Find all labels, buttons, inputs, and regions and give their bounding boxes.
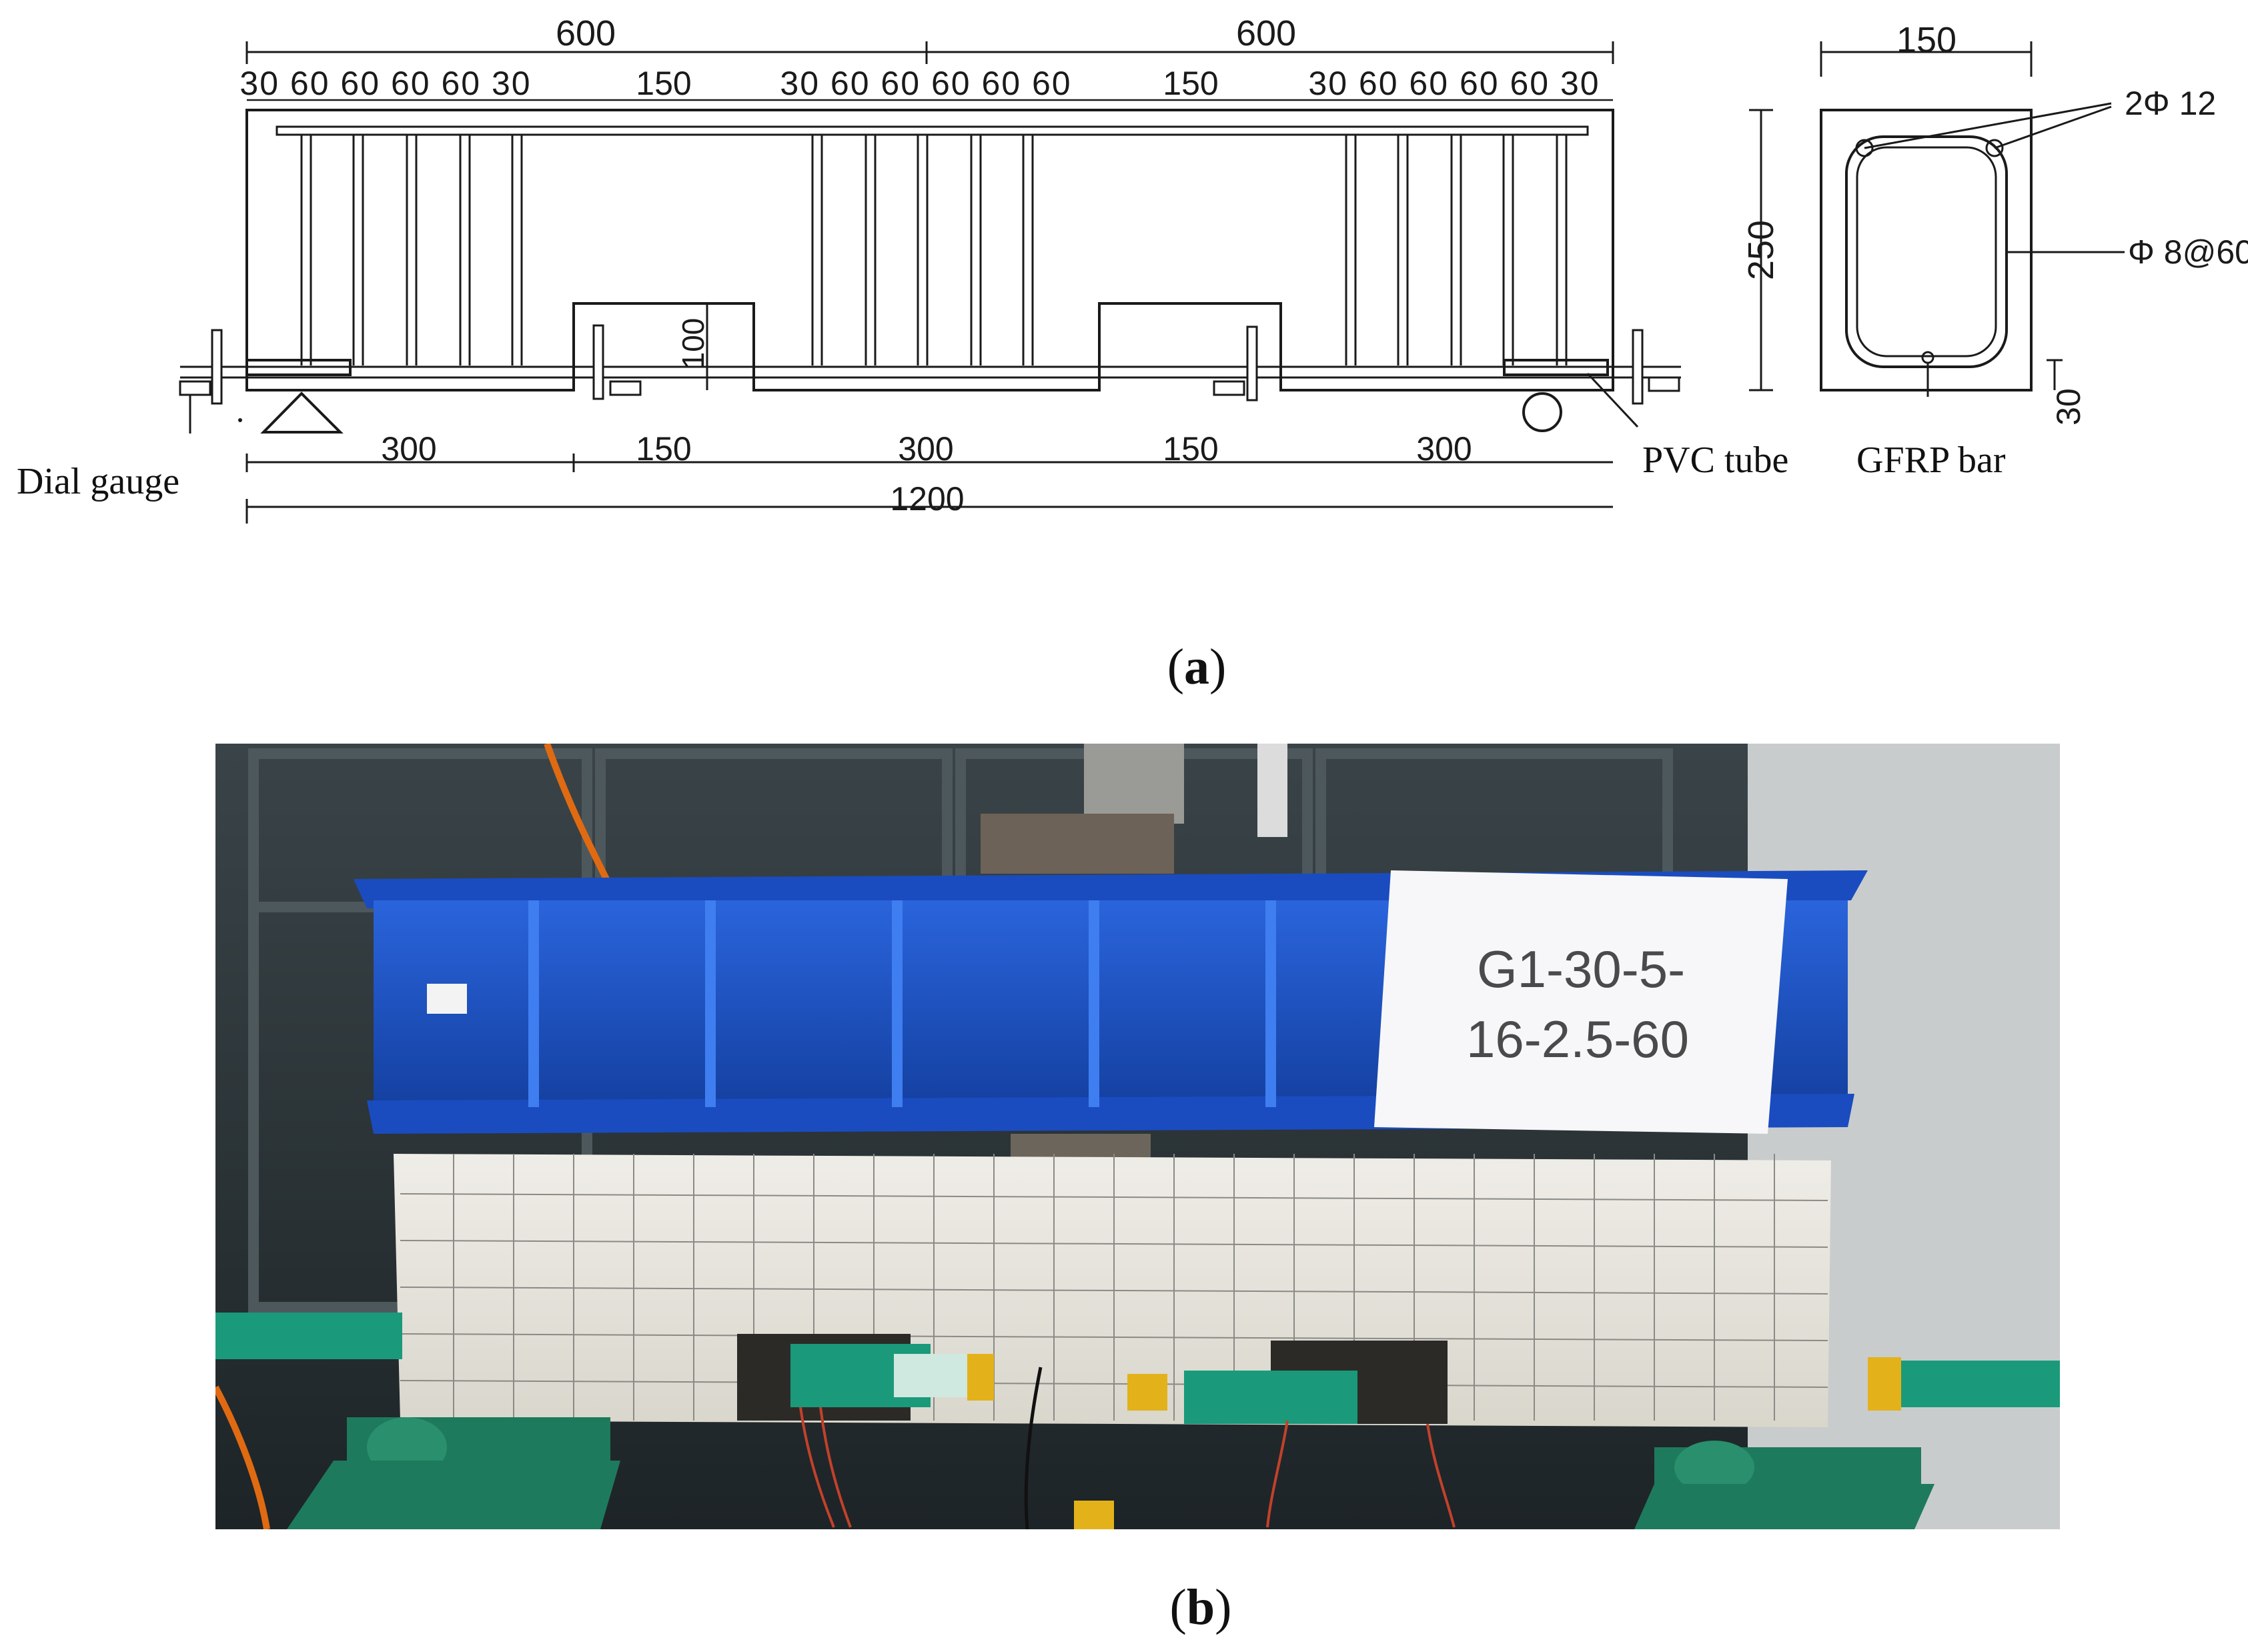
beam-sticker [427, 984, 467, 1014]
supports-photo [287, 1417, 1934, 1529]
gauge-left-end [215, 1313, 402, 1359]
section-top-bars-label: 2Φ 12 [2125, 85, 2216, 122]
opening-height-dim: 100 [676, 303, 710, 390]
dim-1200: 1200 [890, 480, 964, 518]
bottom-gauge [1074, 1501, 1114, 1529]
hydraulic-ram [1084, 744, 1184, 824]
dial-gauge-hole-left [592, 324, 642, 400]
dial-gauge-hole-right [1213, 325, 1258, 401]
displacement-rod [1257, 744, 1287, 837]
orange-wire [544, 744, 610, 882]
section-bottom-bar [1921, 351, 1934, 364]
gauge-right-end [1891, 1361, 2060, 1407]
cross-section: 150 250 2Φ 12 Φ 8@60 30 GFRP bar [1741, 20, 2248, 481]
hole-width-right: 150 [1163, 65, 1218, 102]
beam-outline [245, 109, 1614, 391]
top-longitudinal-bar [275, 125, 1589, 136]
stirrups [300, 135, 1568, 365]
stirrup-spacing-row: 30 60 60 60 60 30 150 30 60 60 60 60 60 … [239, 65, 1613, 102]
specimen-id-line2: 16-2.5-60 [1466, 1010, 1689, 1068]
section-stirrup-label: Φ 8@60 [2128, 233, 2248, 271]
label-dial-gauge: Dial gauge [17, 461, 179, 502]
test-setup-photo: G1-30-5- 16-2.5-60 [215, 744, 2060, 1529]
pvc-tube-right [1503, 359, 1609, 376]
section-width: 150 [1896, 20, 1956, 60]
load-cell-plate [981, 814, 1174, 874]
bottom-gfrp-bar [180, 365, 1681, 379]
section-outline [1820, 109, 2033, 391]
hole-width-left: 150 [636, 65, 691, 102]
stirrup-spacing-left: 30 60 60 60 60 30 [239, 65, 531, 102]
loading-point [1011, 1134, 1151, 1159]
section-top-bar-left [1855, 139, 1874, 157]
beam-drawing: 600 600 30 60 60 60 60 30 150 30 60 60 6… [17, 13, 1788, 524]
pvc-tube-pointer [1586, 372, 1639, 428]
section-stirrup-inner [1856, 146, 1997, 357]
opening-height: 100 [676, 318, 710, 369]
bottom-dimension-lines: 300 150 300 150 300 1200 [245, 430, 1613, 524]
dim-150-right: 150 [1163, 430, 1218, 468]
strain-wires [799, 1407, 1456, 1528]
section-stirrup-outer [1845, 135, 2008, 368]
stirrup-spacing-middle: 30 60 60 60 60 60 [780, 65, 1071, 102]
dim-300-middle: 300 [898, 430, 953, 468]
caption-b: (b) [1170, 1579, 1232, 1635]
label-gfrp-bar: GFRP bar [1856, 440, 2006, 481]
marker-dot [238, 418, 242, 422]
roller-support [1522, 392, 1562, 432]
caption-a: (a) [1167, 639, 1227, 695]
dim-150-left: 150 [636, 430, 691, 468]
dim-600-right: 600 [1236, 13, 1296, 53]
dim-300-left: 300 [381, 430, 436, 468]
dim-300-right: 300 [1416, 430, 1472, 468]
spreader-beam-stiffeners [528, 900, 1276, 1107]
pin-support [260, 391, 344, 434]
label-pvc-tube: PVC tube [1642, 440, 1788, 481]
specimen-id-line1: G1-30-5- [1477, 940, 1685, 998]
gauge-opening-right [1184, 1371, 1357, 1424]
section-top-bar-right [1985, 139, 2004, 157]
pvc-tube-left [245, 359, 352, 376]
section-height: 250 [1741, 220, 1781, 280]
top-dimension-line: 600 600 [245, 13, 1614, 64]
dial-gauge-left [179, 329, 223, 434]
section-cover: 30 [2050, 388, 2087, 426]
stirrup-spacing-right: 30 60 60 60 60 30 [1308, 65, 1600, 102]
dial-gauge-right [1632, 329, 1680, 405]
specimen-label-sheet [1374, 870, 1788, 1134]
dim-600-left: 600 [556, 13, 616, 53]
